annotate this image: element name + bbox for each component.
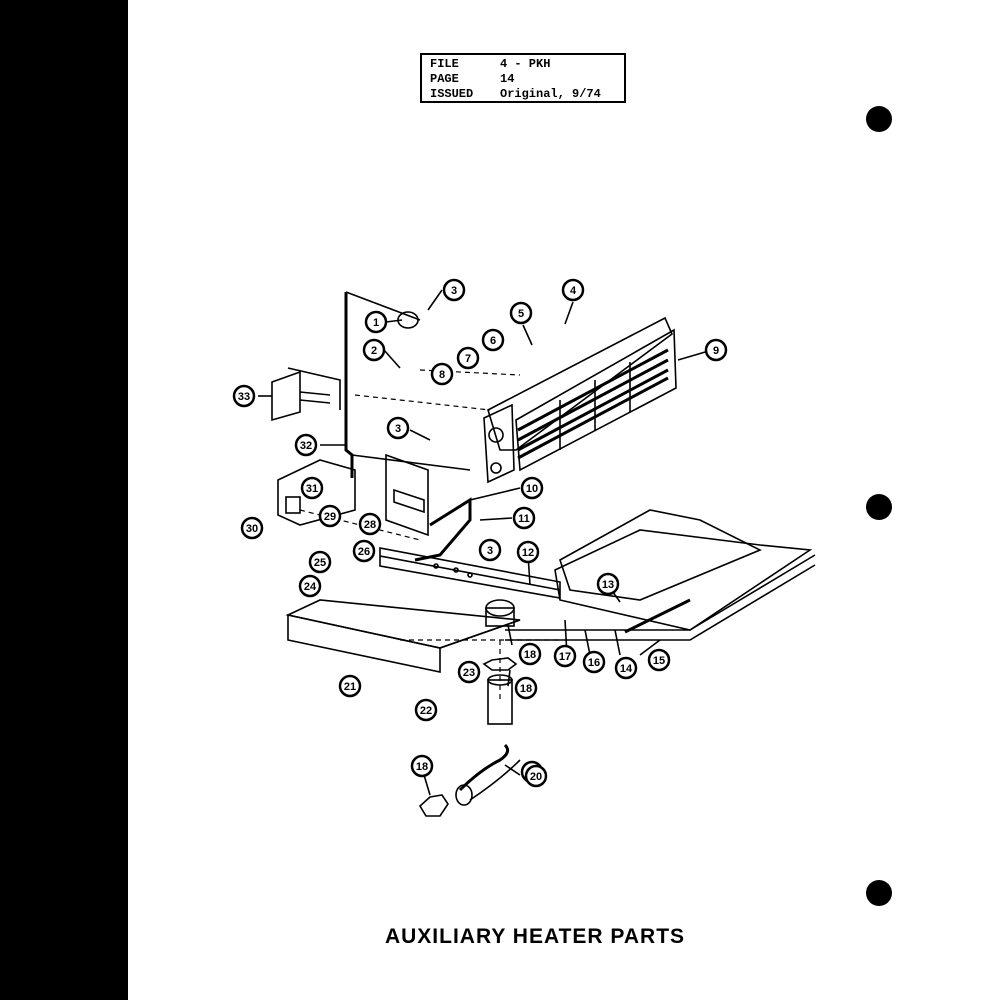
svg-text:18: 18 [520,683,532,695]
callout-12: 12 [516,540,540,564]
scan-left-border [0,0,128,1000]
callout-2: 2 [362,338,386,362]
svg-text:3: 3 [451,285,457,297]
callout-28: 28 [358,512,382,536]
svg-text:31: 31 [306,483,318,495]
callout-25: 25 [308,550,332,574]
svg-text:21: 21 [344,681,356,693]
svg-text:24: 24 [304,581,317,593]
callout-29: 29 [318,504,342,528]
callout-24: 24 [298,574,322,598]
svg-text:32: 32 [300,440,312,452]
svg-text:10: 10 [526,483,538,495]
callout-3: 3 [478,538,502,562]
svg-text:2: 2 [371,345,377,357]
duct-tray [505,509,816,641]
callout-8: 8 [430,362,454,386]
svg-text:23: 23 [463,667,475,679]
svg-text:6: 6 [490,335,496,347]
svg-text:3: 3 [487,545,493,557]
callout-32: 32 [294,433,318,457]
callout-22: 22 [414,698,438,722]
issued-value: Original, 9/74 [500,87,601,101]
thermostat-box [271,367,341,422]
svg-text:3: 3 [395,423,401,435]
svg-text:30: 30 [246,523,258,535]
callout-16: 16 [582,650,606,674]
svg-text:8: 8 [439,369,445,381]
blower-hose [418,599,521,817]
svg-text:7: 7 [465,353,471,365]
svg-text:26: 26 [358,546,370,558]
callout-31: 31 [300,476,324,500]
callout-13: 13 [596,572,620,596]
issued-label: ISSUED [430,87,474,101]
callout-9: 9 [704,338,728,362]
page-label: PAGE [430,72,459,86]
switch [277,459,356,526]
svg-text:20: 20 [530,771,542,783]
svg-text:29: 29 [324,511,336,523]
terminal-bracket [385,453,472,562]
svg-text:13: 13 [602,579,614,591]
svg-text:17: 17 [559,651,571,663]
file-value: 4 - PKH [500,57,551,71]
binder-hole [866,880,892,906]
svg-text:15: 15 [653,655,665,667]
leader-lines [258,289,713,796]
svg-text:11: 11 [518,513,530,525]
callout-6: 6 [481,328,505,352]
callout-14: 14 [614,656,638,680]
callout-30: 30 [240,516,264,540]
page-value: 14 [500,72,515,86]
svg-text:14: 14 [620,663,633,675]
heater-coil [483,316,677,484]
back-panel [344,291,471,478]
callout-7: 7 [456,346,480,370]
scan-right-margin [896,0,1000,1000]
callout-11: 11 [512,506,536,530]
svg-text:18: 18 [524,649,536,661]
file-label: FILE [430,57,459,71]
svg-text:33: 33 [238,391,250,403]
page-title: AUXILIARY HEATER PARTS [384,925,686,948]
callout-20: 20 [524,764,548,788]
svg-text:1: 1 [373,317,379,329]
binder-hole [866,494,892,520]
callout-3: 3 [442,278,466,302]
callout-26: 26 [352,539,376,563]
svg-text:9: 9 [713,345,719,357]
svg-text:25: 25 [314,557,326,569]
callout-3: 3 [386,416,410,440]
callout-18: 18 [410,754,434,778]
callout-17: 17 [553,644,577,668]
document-page [128,0,896,1000]
svg-text:28: 28 [364,519,376,531]
svg-text:4: 4 [570,285,577,297]
callout-18: 18 [518,642,542,666]
callout-18: 18 [514,676,538,700]
svg-text:16: 16 [588,657,600,669]
svg-text:5: 5 [518,308,524,320]
callout-23: 23 [457,660,481,684]
binder-hole [866,106,892,132]
file-info-box: FILE 4 - PKH PAGE 14 ISSUED Original, 9/74 [420,53,626,103]
callout-1: 1 [364,310,388,334]
callout-15: 15 [647,648,671,672]
svg-text:18: 18 [416,761,428,773]
svg-text:12: 12 [522,547,534,559]
callout-33: 33 [232,384,256,408]
callout-4: 4 [561,278,585,302]
callout-5: 5 [509,301,533,325]
front-panel [285,599,521,673]
callout-10: 10 [520,476,544,500]
svg-text:22: 22 [420,705,432,717]
callout-21: 21 [338,674,362,698]
